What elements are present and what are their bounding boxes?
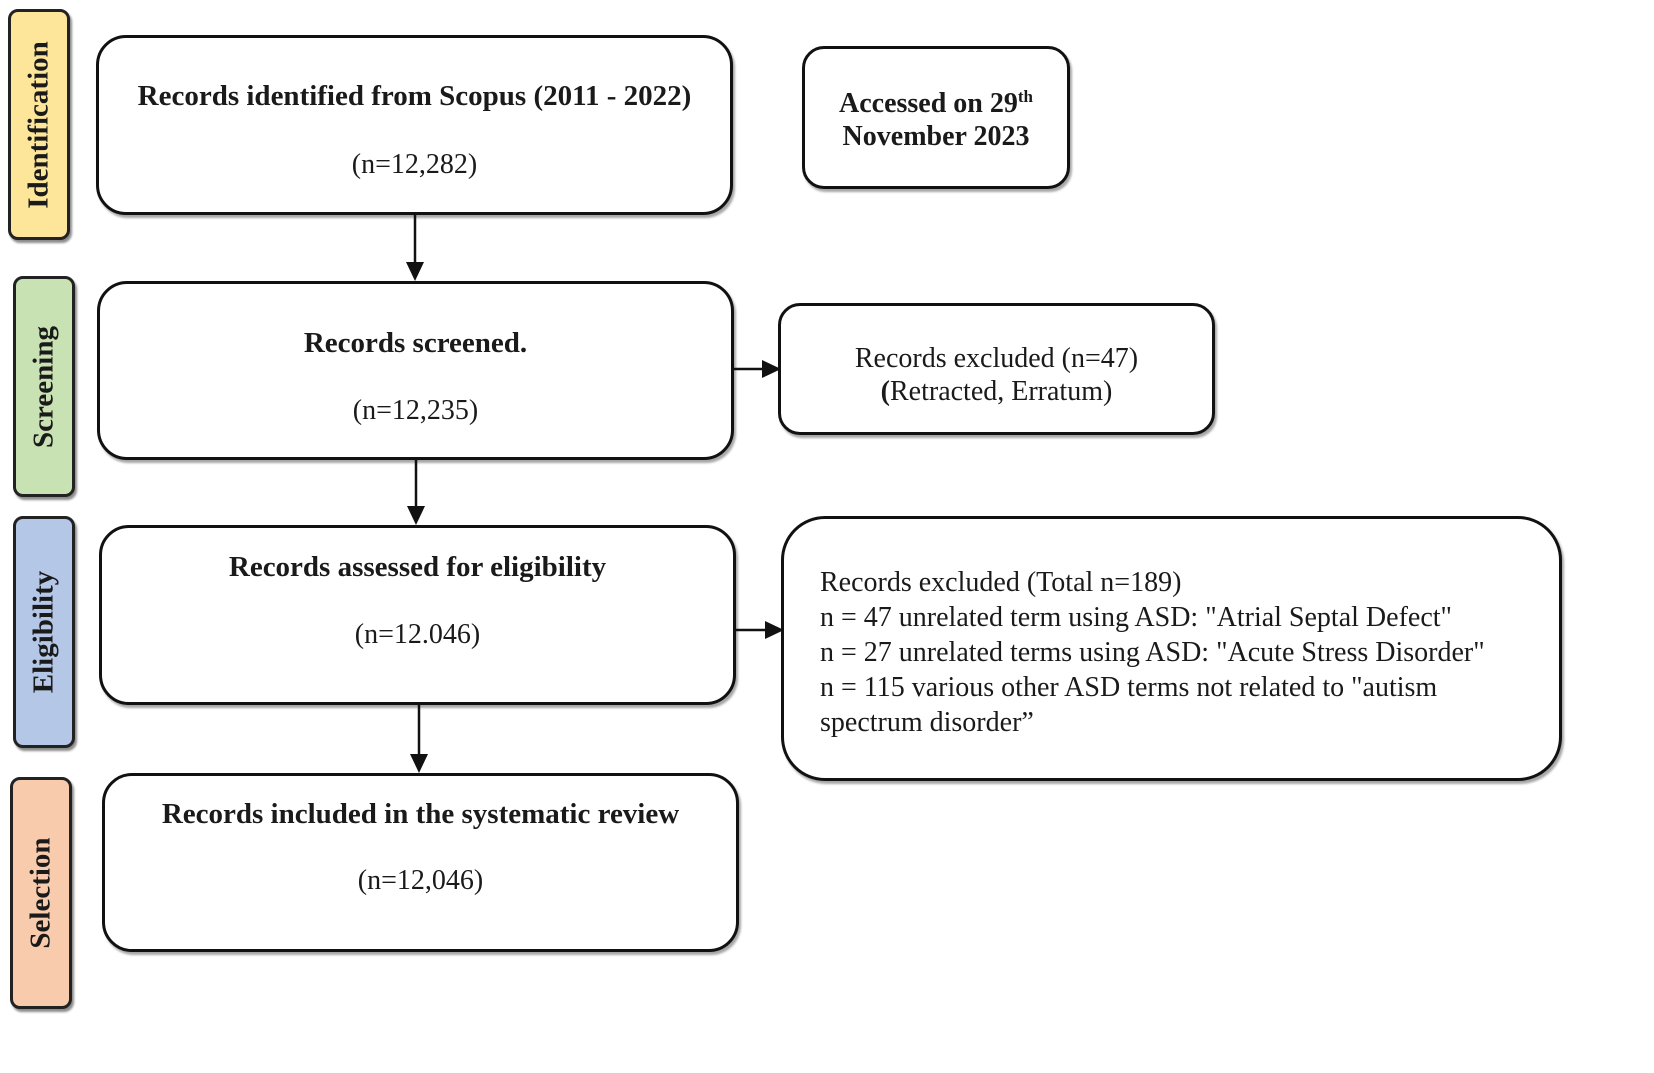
screening-title: Records screened. (303, 327, 528, 359)
excluded-line-atrial: n = 47 unrelated term using ASD: "Atrial… (820, 602, 1452, 633)
eligibility-excluded-text: Records excluded (Total n=189) n = 47 un… (820, 565, 1485, 740)
accessed-text: Accessed on 29th November 2023 (805, 87, 1067, 153)
excluded-line-other: n = 115 various other ASD terms not rela… (820, 672, 1438, 703)
arrowhead-eligibility-to-selection (410, 754, 428, 773)
eligibility-title: Records assessed for eligibility (228, 551, 607, 583)
identification-box: Records identified from Scopus (2011 - 2… (96, 35, 733, 215)
arrowhead-screening-to-eligibility (407, 506, 425, 525)
screening-excluded-box: Records excluded (n=47) (Retracted, Erra… (778, 303, 1215, 435)
arrowhead-identification-to-screening (406, 262, 424, 281)
eligibility-excluded-box: Records excluded (Total n=189) n = 47 un… (781, 516, 1562, 781)
selection-count: (n=12,046) (357, 865, 484, 896)
accessed-box: Accessed on 29th November 2023 (802, 46, 1070, 189)
identification-title: Records identified from Scopus (2011 - 2… (137, 80, 692, 112)
selection-box: Records included in the systematic revie… (102, 773, 739, 952)
stage-eligibility: Eligibility (13, 516, 75, 748)
screening-count: (n=12,235) (352, 395, 479, 426)
excluded-line-other-cont: spectrum disorder” (820, 707, 1034, 738)
arrowhead-screening-to-excluded (762, 360, 781, 378)
excluded-line-total: Records excluded (Total n=189) (820, 567, 1182, 598)
accessed-line2: November 2023 (842, 121, 1030, 152)
arrowhead-eligibility-to-excluded (765, 621, 784, 639)
screening-excluded-paren: ( (880, 376, 890, 407)
eligibility-count: (n=12.046) (354, 619, 481, 650)
eligibility-box: Records assessed for eligibility (n=12.0… (99, 525, 736, 705)
identification-count: (n=12,282) (351, 149, 478, 180)
screening-excluded-text: Records excluded (n=47) (Retracted, Erra… (781, 342, 1212, 408)
accessed-sup: th (1017, 87, 1033, 106)
excluded-line-acute: n = 27 unrelated terms using ASD: "Acute… (820, 637, 1485, 668)
selection-title: Records included in the systematic revie… (161, 798, 680, 830)
screening-excluded-line2: Retracted, Erratum) (889, 376, 1113, 407)
stage-identification: Identification (8, 9, 70, 240)
screening-box: Records screened. (n=12,235) (97, 281, 734, 460)
stage-screening: Screening (13, 276, 75, 497)
accessed-line1: Accessed on 29 (839, 88, 1018, 119)
screening-excluded-line1: Records excluded (n=47) (854, 343, 1139, 374)
stage-selection: Selection (10, 777, 72, 1009)
